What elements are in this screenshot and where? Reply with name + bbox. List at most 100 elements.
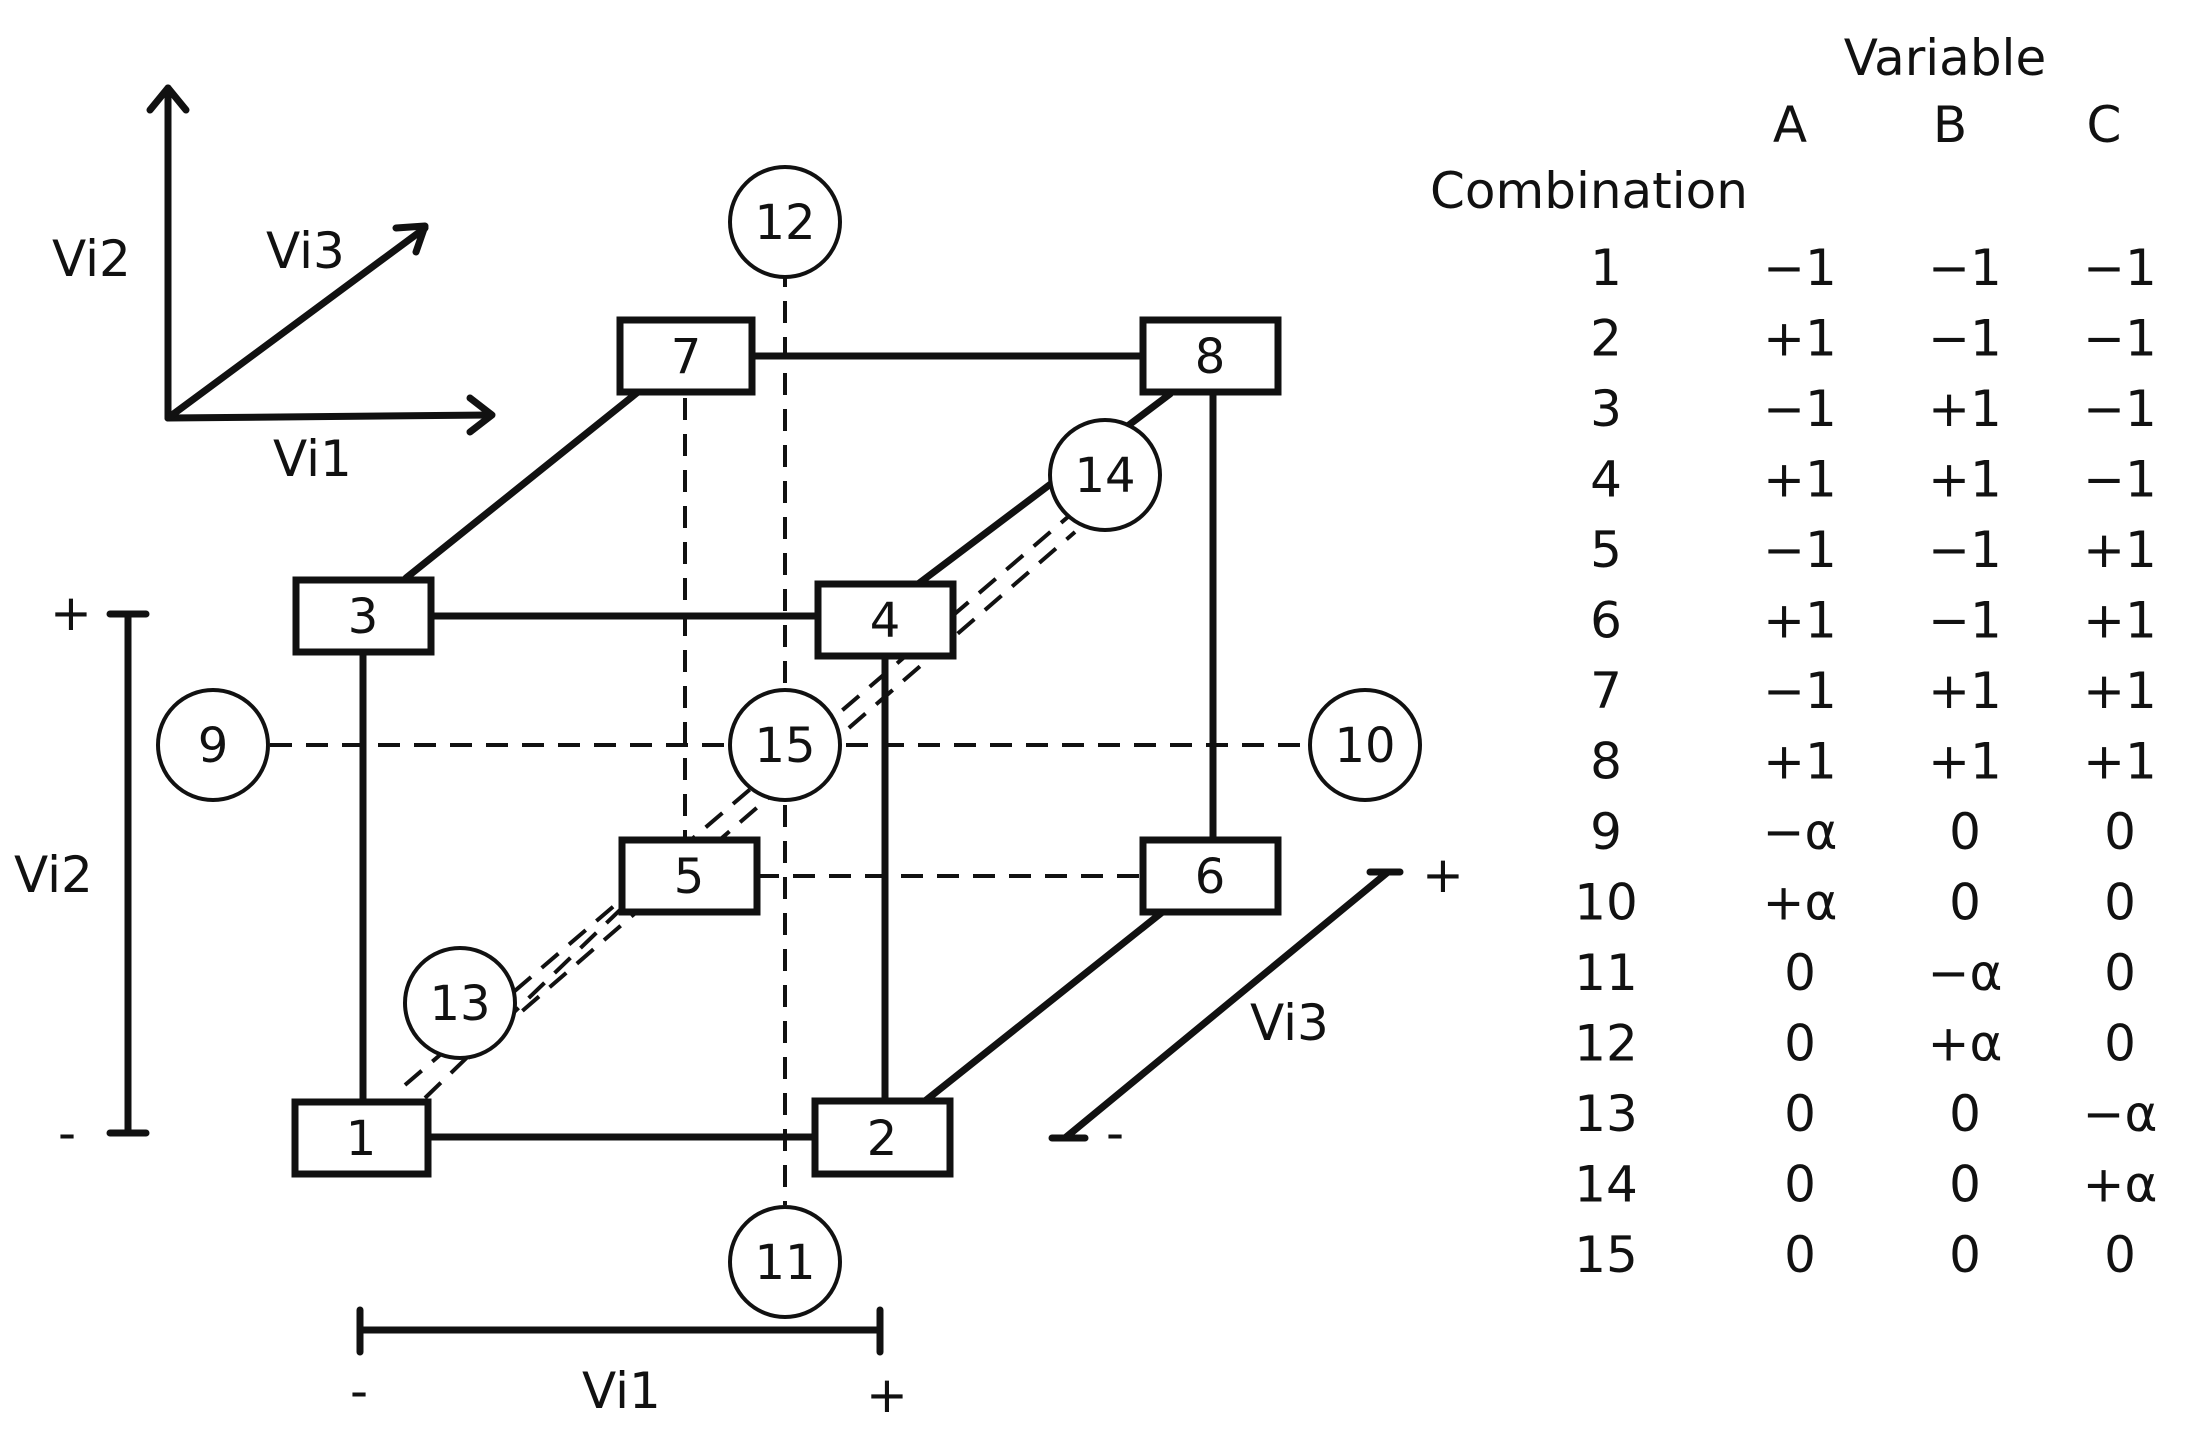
axial-point-label: 13 [429,976,490,1032]
table-value-cell: −α [2083,1085,2158,1143]
table-combination-cell: 8 [1590,733,1622,791]
legend-z-label: Vi3 [266,222,345,280]
table-value-cell: +1 [2083,592,2157,650]
table-value-cell: 0 [1784,1226,1816,1284]
table-combination-cell: 2 [1590,310,1622,368]
table-combination-cell: 6 [1590,592,1622,650]
corner-points [291,316,1282,1178]
table-value-cell: 0 [2104,1015,2136,1073]
axial-point-circle [1048,418,1162,532]
table-value-cell: +1 [2083,521,2157,579]
table-value-cell: 0 [1949,874,1981,932]
legend-z-axis [164,224,429,422]
legend-y-label: Vi2 [52,230,131,288]
table-value-cell: −1 [1763,521,1837,579]
axial-point-label: 11 [754,1235,815,1291]
table-value-cell: −1 [1928,521,2002,579]
corner-point-label: 2 [867,1111,898,1167]
table-value-cell: +1 [2083,733,2157,791]
table-combination-cell: 14 [1574,1156,1638,1214]
table-col-header: B [1933,96,1967,154]
table-col-header: A [1773,96,1807,154]
table-value-cell: −1 [1763,239,1837,297]
legend-x-label: Vi1 [273,430,352,488]
table-value-cell: 0 [1784,1085,1816,1143]
table-value-cell: 0 [1784,944,1816,1002]
axial-point-label: 14 [1074,448,1135,504]
corner-point-box [811,1097,954,1178]
edge-2-6 [921,906,1169,1105]
table-value-cell: 0 [1784,1156,1816,1214]
table-value-cell: −1 [2083,239,2157,297]
table-combination-cell: 9 [1590,803,1622,861]
axial-line-depth-a [403,490,1099,1087]
table-combination-cell: 3 [1590,380,1622,438]
edge-3-7 [402,384,647,582]
corner-point-box [616,316,756,396]
vi2-scale-label: Vi2 [14,846,93,904]
axial-point-circle [728,688,842,802]
design-table: Variable Combination A B C 1−1−1−12+1−1−… [1430,29,2157,1284]
table-rows: 1−1−1−12+1−1−13−1+1−14+1+1−15−1−1+16+1−1… [1574,239,2157,1284]
table-value-cell: 0 [1949,803,1981,861]
corner-point-label: 8 [1195,329,1226,385]
corner-point-box [291,1098,432,1178]
vi1-scale-minus: - [350,1362,368,1420]
table-value-cell: −α [1928,944,2003,1002]
axial-point-circle [156,688,270,802]
table-value-cell: +1 [1928,380,2002,438]
vi3-scale-plus: + [1422,846,1464,904]
table-value-cell: +1 [2083,662,2157,720]
table-value-cell: 0 [2104,944,2136,1002]
vi2-scale-plus: + [50,584,92,642]
axial-point-label: 12 [754,195,815,251]
table-combination-cell: 13 [1574,1085,1638,1143]
table-title: Variable [1844,29,2046,87]
axial-point-circle [728,165,842,279]
table-value-cell: +1 [1928,662,2002,720]
table-value-cell: +1 [1763,310,1837,368]
axial-point-label: 15 [754,718,815,774]
table-value-cell: +1 [1763,733,1837,791]
corner-point-label: 5 [674,849,705,905]
axial-point-label: 9 [198,718,229,774]
table-value-cell: 0 [2104,803,2136,861]
table-value-cell: 0 [1949,1226,1981,1284]
corner-point-label: 6 [1195,849,1226,905]
table-value-cell: −1 [2083,380,2157,438]
table-value-cell: −1 [1928,310,2002,368]
legend-x-axis [164,411,494,422]
axis-legend [146,84,496,436]
corner-point-box [292,576,435,656]
corner-point-label: 3 [348,589,379,645]
table-combination-cell: 5 [1590,521,1622,579]
hidden-edge-1-5 [423,908,622,1100]
table-value-cell: −1 [1928,592,2002,650]
table-combination-cell: 11 [1574,944,1638,1002]
legend-y-arrowhead [146,84,190,114]
table-value-cell: +α [1928,1015,2003,1073]
legend-z-arrowhead [392,222,429,256]
vi1-scale [356,1306,884,1356]
vi3-scale-label: Vi3 [1250,994,1329,1052]
table-combination-cell: 4 [1590,451,1622,509]
corner-point-label: 7 [671,329,702,385]
table-value-cell: −1 [1763,380,1837,438]
vi2-scale [106,610,150,1137]
vi3-scale [1048,868,1404,1142]
table-value-cell: +1 [1763,451,1837,509]
table-value-cell: +α [1763,874,1838,932]
corner-point-box [618,836,761,916]
table-value-cell: 0 [1949,1085,1981,1143]
vi1-scale-plus: + [866,1366,908,1424]
table-value-cell: 0 [1784,1015,1816,1073]
table-value-cell: +1 [1928,451,2002,509]
axial-point-circle [403,946,517,1060]
corner-point-box [1139,316,1282,396]
table-value-cell: +1 [1763,592,1837,650]
table-combination-cell: 10 [1574,874,1638,932]
table-value-cell: 0 [1949,1156,1981,1214]
table-value-cell: +α [2083,1156,2158,1214]
corner-point-label: 4 [870,593,901,649]
axial-point-circle [1308,688,1422,802]
